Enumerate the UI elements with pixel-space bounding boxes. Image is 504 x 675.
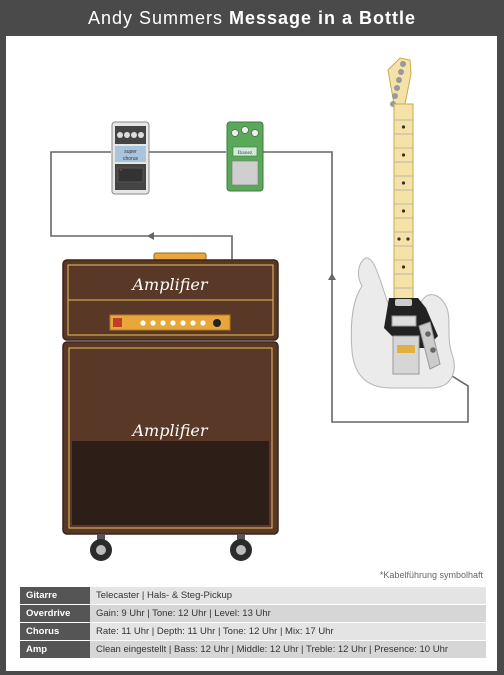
- table-row: Gitarre Telecaster | Hals- & Steg-Pickup: [20, 586, 486, 605]
- telecaster-guitar: [350, 57, 455, 389]
- row-value: Rate: 11 Uhr | Depth: 11 Uhr | Tone: 12 …: [90, 622, 486, 641]
- amp-head: Amplifier: [62, 252, 279, 341]
- arrow-from-guitar: [328, 273, 336, 280]
- title-artist: Andy Summers: [87, 7, 223, 28]
- row-value: Gain: 9 Uhr | Tone: 12 Uhr | Level: 13 U…: [90, 604, 486, 623]
- chorus-label-1: super: [124, 149, 137, 155]
- chorus-label-2: chorus: [123, 156, 139, 162]
- cabinet-wheels: [90, 534, 252, 561]
- row-label: Amp: [20, 640, 90, 658]
- row-label: Chorus: [20, 622, 90, 641]
- table-row: Amp Clean eingestellt | Bass: 12 Uhr | M…: [20, 640, 486, 658]
- settings-table: Gitarre Telecaster | Hals- & Steg-Pickup…: [20, 586, 486, 658]
- title-song: Message in a Bottle: [229, 7, 417, 28]
- table-row: Chorus Rate: 11 Uhr | Depth: 11 Uhr | To…: [20, 622, 486, 641]
- overdrive-pedal: Ibanez: [226, 121, 264, 192]
- row-value: Clean eingestellt | Bass: 12 Uhr | Middl…: [90, 640, 486, 658]
- rig-diagram: super chorus Ibanez Amplifier: [50, 57, 469, 561]
- row-value: Telecaster | Hals- & Steg-Pickup: [90, 586, 486, 605]
- amp-head-label: Amplifier: [131, 275, 209, 294]
- amp-cabinet: Amplifier: [62, 341, 279, 535]
- row-label: Gitarre: [20, 586, 90, 605]
- page-title: Andy Summers Message in a Bottle: [0, 0, 504, 36]
- chorus-pedal: super chorus: [111, 121, 150, 195]
- row-label: Overdrive: [20, 604, 90, 623]
- cable-footnote: *Kabelführung symbolhaft: [379, 570, 483, 580]
- cable-overdrive-to-guitar: [263, 151, 469, 423]
- diagram-panel: super chorus Ibanez Amplifier: [6, 36, 497, 671]
- amp-cab-label: Amplifier: [131, 421, 209, 440]
- arrow-to-amp: [147, 232, 154, 240]
- table-row: Overdrive Gain: 9 Uhr | Tone: 12 Uhr | L…: [20, 604, 486, 623]
- overdrive-label: Ibanez: [238, 150, 253, 156]
